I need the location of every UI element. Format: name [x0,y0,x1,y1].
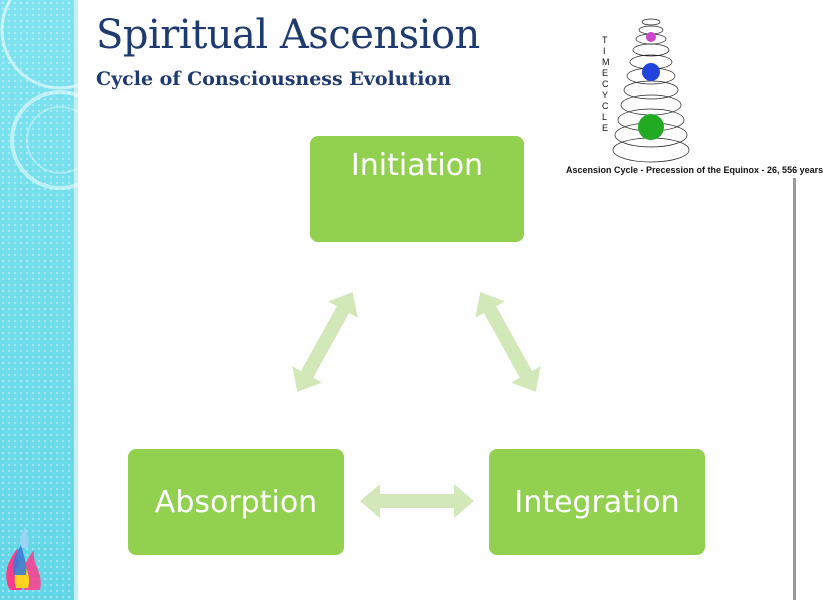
arrow-initiation-absorption [292,292,358,392]
node-absorption: Absorption [128,449,344,555]
timecycle-letter: I [603,46,606,56]
green-sphere-icon [638,114,664,140]
timecycle-spiral-image: T I M E C Y C L E [602,18,690,163]
left-decorative-band [0,0,76,600]
timecycle-letter: Y [602,90,608,100]
arrow-absorption-integration [360,484,474,518]
blue-sphere-icon [642,63,660,81]
timecycle-letter: C [602,101,609,111]
slide-title: Spiritual Ascension [96,12,480,58]
timecycle-letter: C [602,79,609,89]
cycle-arrows [292,292,541,518]
timecycle-letter: E [602,123,608,133]
timecycle-letter: E [602,68,608,78]
timecycle-letter: M [602,57,610,67]
node-initiation: Initiation [310,136,524,242]
left-band-edge [74,0,78,600]
arrow-initiation-integration [475,292,541,392]
circle-decorations [0,0,120,590]
timecycle-letters: T I M E C Y C L E [602,35,610,133]
node-integration: Integration [489,449,705,555]
right-edge-bar [793,178,796,600]
flame-logo-icon [6,526,41,590]
timecycle-letter: T [602,35,608,45]
slide-subtitle: Cycle of Consciousness Evolution [96,68,452,90]
timecycle-caption: Ascension Cycle - Precession of the Equi… [566,165,823,175]
magenta-sphere-icon [646,32,656,42]
timecycle-letter: L [602,112,607,122]
